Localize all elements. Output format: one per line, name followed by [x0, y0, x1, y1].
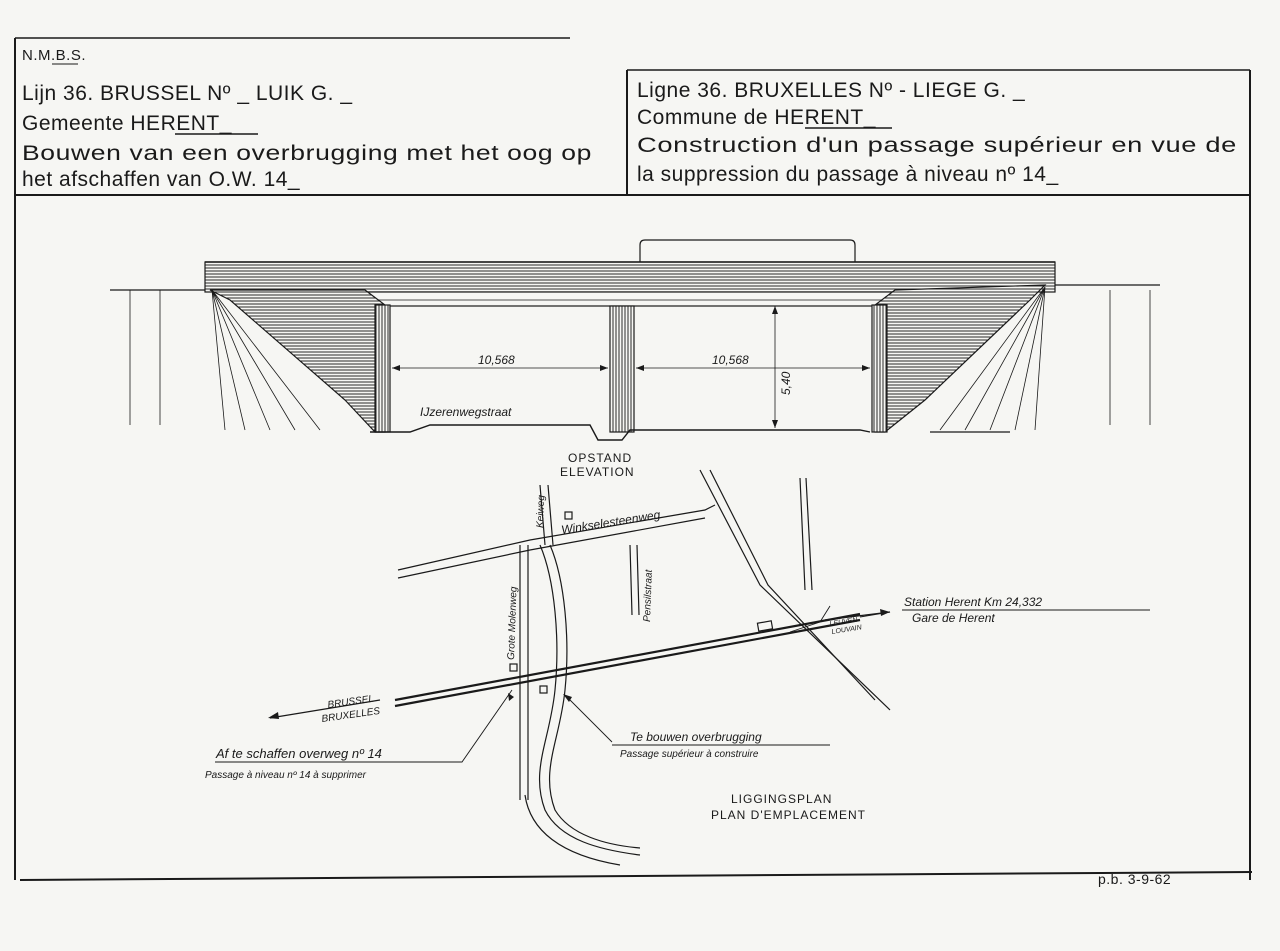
road-keiweg: Keiweg: [535, 495, 547, 529]
crossing-label-fr: Passage à niveau nº 14 à supprimer: [205, 770, 367, 781]
line-title-nl: Lijn 36. BRUSSEL Nº _ LUIK G. _: [22, 82, 353, 105]
drawing-date: p.b. 3-9-62: [1098, 871, 1171, 887]
clearance-dimension: 5,40: [779, 371, 793, 395]
direction-louvain: LOUVAIN: [831, 624, 863, 636]
elevation-caption-nl: OPSTAND: [568, 451, 632, 465]
span-left-dimension: 10,568: [478, 353, 515, 367]
station-label-fr: Gare de Herent: [912, 611, 995, 625]
plan-caption-fr: PLAN D'EMPLACEMENT: [711, 808, 866, 822]
plan-caption-nl: LIGGINGSPLAN: [731, 792, 832, 806]
description-fr-1: Construction d'un passage supérieur en v…: [637, 134, 1237, 157]
station-label-nl: Station Herent Km 24,332: [904, 595, 1042, 609]
road-winksele: Winkselesteenweg: [560, 507, 661, 537]
bridge-label-fr: Passage supérieur à construire: [620, 749, 759, 760]
bridge-label-nl: Te bouwen overbrugging: [630, 730, 762, 744]
description-nl-1: Bouwen van een overbrugging met het oog …: [22, 142, 592, 165]
elevation-caption-fr: ELEVATION: [560, 465, 635, 479]
span-right-dimension: 10,568: [712, 353, 749, 367]
description-fr-2: la suppression du passage à niveau nº 14…: [637, 163, 1059, 186]
commune-fr: Commune de HERENT_: [637, 106, 876, 129]
commune-nl: Gemeente HERENT_: [22, 112, 232, 135]
crossing-label-nl: Af te schaffen overweg nº 14: [215, 746, 382, 761]
title-block: [14, 37, 1253, 881]
org-name: N.M.B.S.: [22, 47, 86, 64]
road-grote-molenweg: Grote Molenweg: [506, 586, 520, 660]
road-pensilstraat: Pensilstraat: [642, 568, 655, 622]
street-label: IJzerenwegstraat: [420, 405, 512, 419]
description-nl-2: het afschaffen van O.W. 14_: [22, 168, 300, 191]
elevation-drawing: [110, 239, 1160, 441]
line-title-fr: Ligne 36. BRUXELLES Nº - LIEGE G. _: [637, 79, 1025, 102]
direction-leuven: LEUVEN: [829, 617, 859, 628]
site-plan: [215, 469, 1150, 866]
